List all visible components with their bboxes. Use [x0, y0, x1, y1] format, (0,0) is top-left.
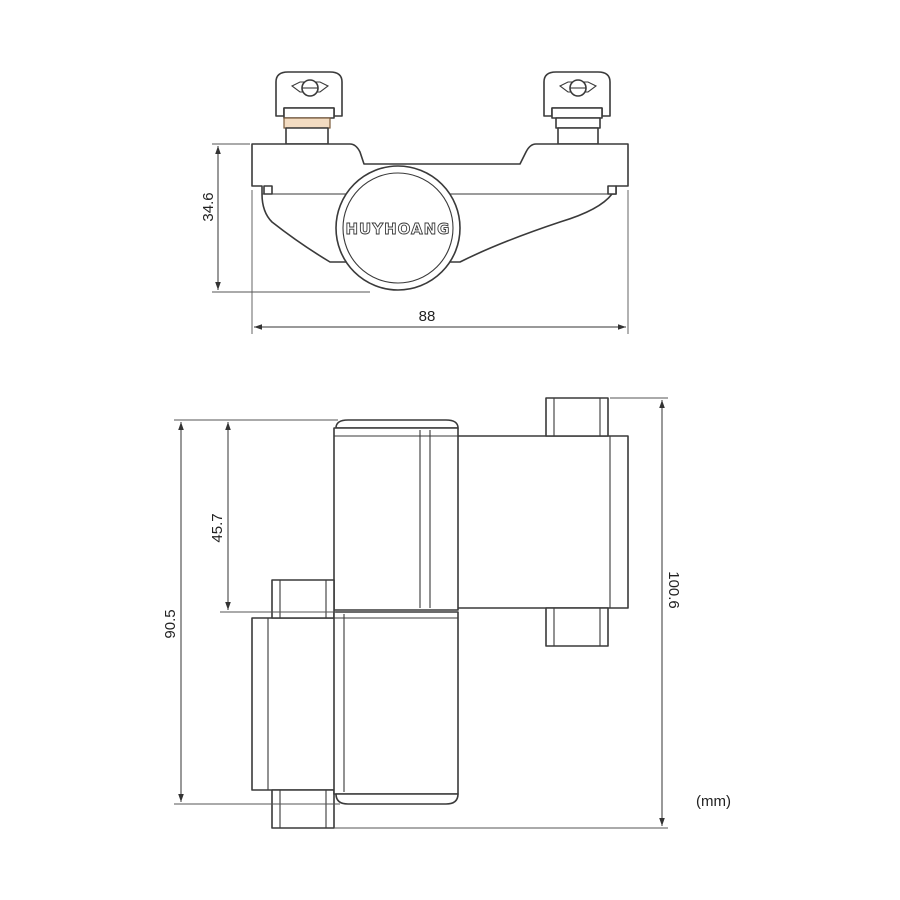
lower-leaf-plate: [251, 617, 337, 791]
upper-knuckle-cap: [335, 419, 459, 429]
right-collar: [555, 117, 601, 129]
front-view: 45.7 90.5 100.6 (mm): [162, 397, 731, 829]
top-view: HUYHOANG 34.6 88: [200, 71, 629, 334]
dim-label-upper-height: 45.7: [209, 513, 226, 542]
lower-knuckle: [333, 611, 459, 795]
upper-knuckle: [333, 427, 459, 611]
lower-knuckle-cap: [335, 793, 459, 805]
unit-label: (mm): [696, 793, 731, 810]
right-shaft: [557, 127, 599, 145]
right-adjuster-head: [543, 71, 611, 119]
dim-label-top-width: 88: [419, 308, 436, 325]
upper-pin-bottom: [545, 607, 609, 647]
brand-logo: HUYHOANG: [346, 220, 451, 238]
left-shaft: [285, 127, 329, 145]
dim-label-top-height: 34.6: [200, 192, 217, 221]
lower-pin-bottom: [271, 789, 335, 829]
upper-leaf-plate: [455, 435, 629, 609]
upper-pin-top: [545, 397, 609, 437]
dim-label-total-height: 100.6: [665, 571, 682, 609]
left-bronze-ring: [283, 117, 331, 129]
left-adjuster-head: [275, 71, 343, 119]
hinge-knuckle-top: [335, 165, 461, 291]
dim-label-lower-height: 90.5: [162, 609, 179, 638]
